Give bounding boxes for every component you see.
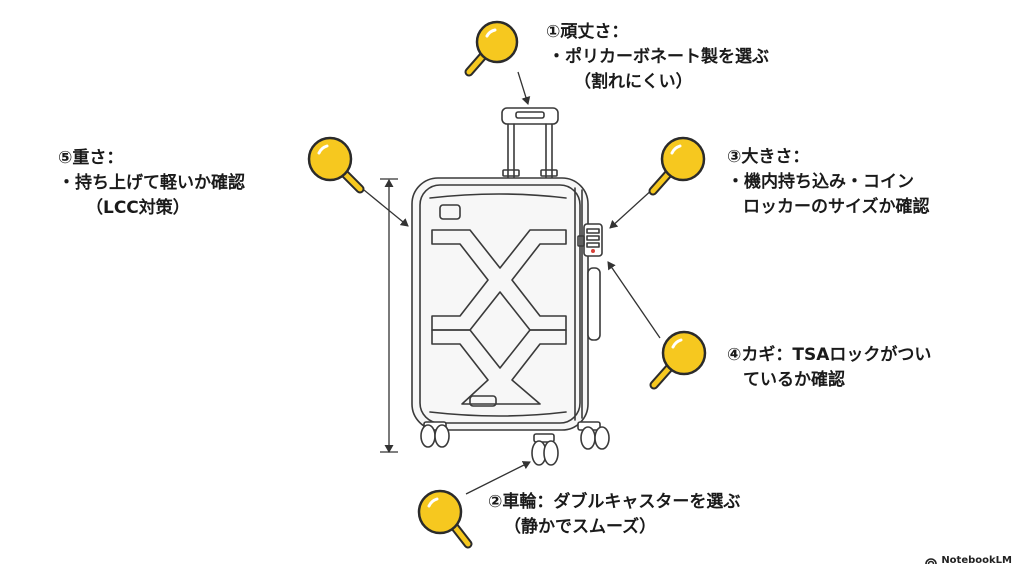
label-wheels-note: （静かでスムーズ） (504, 517, 657, 537)
notebooklm-logo-icon (925, 558, 938, 565)
label-size-line: ・機内持ち込み・コイン (727, 172, 914, 192)
magnifier-icon (649, 330, 707, 390)
suitcase-shell (411, 177, 589, 431)
label-weight-title: ⑤重さ： (58, 148, 124, 168)
label-lock-title: ④カギ：TSAロックがつい (727, 345, 932, 365)
label-weight: ⑤重さ： ・持ち上げて軽いか確認 （LCC対策） (58, 146, 245, 221)
label-size-title: ③大きさ： (727, 147, 810, 167)
arrow-lock (607, 261, 661, 339)
label-size: ③大きさ： ・機内持ち込み・コイン ロッカーのサイズか確認 (727, 145, 930, 220)
side-handle (587, 267, 601, 341)
arrow-durability (517, 71, 531, 105)
height-dimension-line (380, 178, 398, 453)
magnifier-icon (417, 489, 473, 549)
label-durability-title: ①頑丈さ： (546, 22, 629, 42)
label-weight-line: ・持ち上げて軽いか確認 (58, 173, 245, 193)
tsa-lock (577, 223, 603, 257)
suitcase-illustration (411, 107, 610, 466)
label-durability-line: ・ポリカーボネート製を選ぶ (548, 47, 769, 67)
arrow-wheels (465, 461, 531, 495)
arrow-size (609, 187, 655, 229)
magnifier-icon (464, 20, 519, 77)
wheels (420, 421, 610, 466)
pointer-arrows (363, 71, 661, 495)
label-wheels-title: ②車輪：ダブルキャスターを選ぶ (488, 492, 741, 512)
label-size-line-2: ロッカーのサイズか確認 (743, 197, 930, 217)
brand-watermark: NotebookLM (925, 555, 1012, 566)
brand-name: NotebookLM (941, 555, 1012, 566)
label-wheels: ②車輪：ダブルキャスターを選ぶ （静かでスムーズ） (488, 490, 740, 540)
label-durability-note: （割れにくい） (574, 72, 693, 92)
magnifier-icon (648, 136, 706, 196)
label-weight-note: （LCC対策） (86, 198, 190, 218)
magnifier-icon (307, 136, 365, 194)
label-lock: ④カギ：TSAロックがつい ているか確認 (727, 343, 931, 393)
label-lock-line-2: ているか確認 (743, 370, 845, 390)
label-durability: ①頑丈さ： ・ポリカーボネート製を選ぶ （割れにくい） (546, 20, 769, 95)
telescopic-handle (501, 107, 559, 183)
arrow-weight (363, 189, 409, 227)
